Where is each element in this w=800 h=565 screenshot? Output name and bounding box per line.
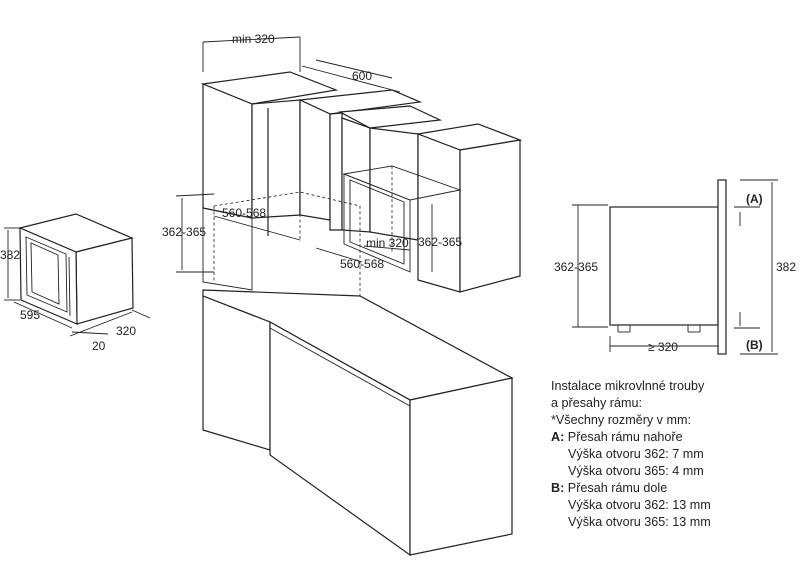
installation-notes: Instalace mikrovlnné trouby a přesahy rá… (551, 378, 791, 531)
note-a-text: Přesah rámu nahoře (567, 430, 683, 444)
note-a-line2: Výška otvoru 365: 4 mm (568, 464, 704, 478)
note-a-line1: Výška otvoru 362: 7 mm (568, 447, 704, 461)
label-b: (B) (746, 338, 763, 352)
section-total-height-label: 382 (776, 260, 796, 274)
note-a-key: A: (551, 430, 565, 444)
niche-height-right-label: 362-365 (418, 235, 462, 249)
niche-width-right-label: 560-568 (340, 257, 384, 271)
note-title-line2: a přesahy rámu: (551, 396, 642, 410)
section-height-label: 362-365 (554, 260, 598, 274)
min-width-top-label: min 320 (232, 32, 275, 46)
niche-height-left-label: 362-365 (162, 225, 206, 239)
oven-frame-label: 20 (92, 339, 106, 353)
microwave-oven-drawing (18, 213, 134, 325)
note-b-line2: Výška otvoru 365: 13 mm (568, 515, 711, 529)
niche-depth-right-label: min 320 (366, 236, 409, 250)
note-a-row: A: Přesah rámu nahoře (551, 429, 791, 446)
cross-section-drawing (572, 179, 778, 355)
label-a: (A) (746, 192, 763, 206)
oven-depth-label: 320 (116, 324, 136, 338)
niche-width-left-label: 560-568 (222, 206, 266, 220)
oven-width-label: 595 (20, 308, 40, 322)
note-b-text: Přesah rámu dole (567, 481, 668, 495)
oven-height-label: 382 (0, 248, 20, 262)
note-title-line1: Instalace mikrovlnné trouby (551, 379, 705, 393)
oven-dimension-lines (4, 227, 151, 337)
note-title-line3: *Všechny rozměry v mm: (551, 413, 691, 427)
note-b-line1: Výška otvoru 362: 13 mm (568, 498, 711, 512)
note-b-key: B: (551, 481, 565, 495)
depth-top-label: 600 (352, 69, 372, 83)
note-b-row: B: Přesah rámu dole (551, 480, 791, 497)
kitchen-cabinets-drawing (175, 36, 523, 557)
section-depth-label: ≥ 320 (648, 340, 678, 354)
